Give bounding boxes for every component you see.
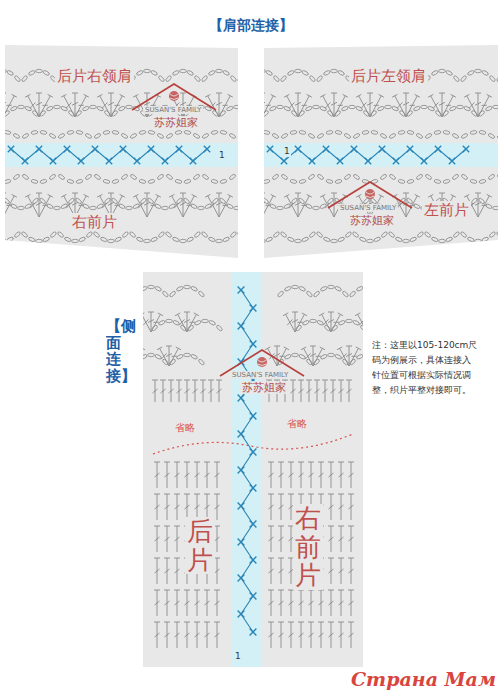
part-name: 后片左领肩 xyxy=(349,67,428,85)
part-name: 后片 xyxy=(185,517,215,574)
section-title: 【侧面连接】 xyxy=(104,318,123,384)
callout-number: 1 xyxy=(218,150,226,161)
yarn-ball xyxy=(169,91,375,367)
part-name: 右前片 xyxy=(70,213,119,231)
shoulder-panel: 后片右领肩右前片 xyxy=(5,45,238,260)
omit-note: 省略 xyxy=(173,422,197,434)
callout-number: 1 xyxy=(283,146,291,157)
site-watermark: Страна Мам xyxy=(349,668,498,691)
watermark-text: 苏苏姐家 xyxy=(152,116,200,129)
callout-number: 1 xyxy=(234,651,242,662)
shoulder-panel: 后片左领肩左前片 xyxy=(264,45,498,260)
side-panel: 省略 省略后片 右前片 xyxy=(143,272,363,667)
part-name: 后片右领肩 xyxy=(55,67,134,85)
watermark-text: SUSAN'S FAMILY xyxy=(143,106,203,114)
part-name: 右前片 xyxy=(293,504,323,590)
section-title: 【肩部连接】 xyxy=(207,17,295,34)
omit-note: 省略 xyxy=(285,418,309,430)
watermark-text: SUSAN'S FAMILY xyxy=(230,371,290,379)
part-name: 左前片 xyxy=(422,201,471,219)
watermark-text: SUSAN'S FAMILY xyxy=(338,204,398,212)
crochet-chart xyxy=(143,272,363,667)
note-text: 注：这里以105-120cm尺码为例展示，具体连接入针位置可根据实际情况调整，织… xyxy=(370,338,480,398)
watermark-text: 苏苏姐家 xyxy=(240,381,288,394)
watermark-text: 苏苏姐家 xyxy=(348,214,396,227)
